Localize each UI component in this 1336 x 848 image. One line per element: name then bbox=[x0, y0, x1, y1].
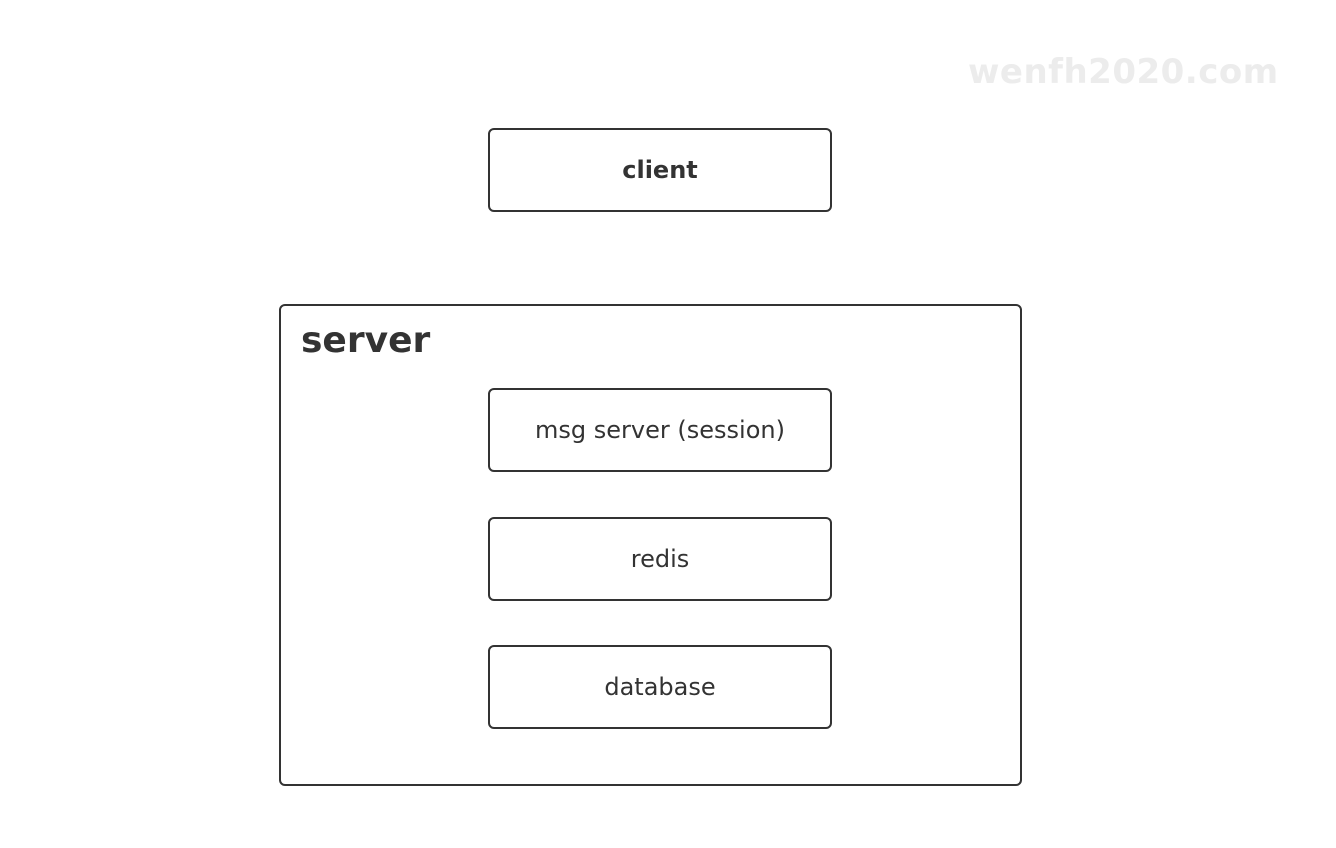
watermark: wenfh2020.com bbox=[968, 52, 1279, 92]
msg-server-label: msg server (session) bbox=[535, 416, 785, 444]
database-label: database bbox=[604, 673, 716, 701]
database-node: database bbox=[488, 645, 832, 729]
redis-node: redis bbox=[488, 517, 832, 601]
client-node: client bbox=[488, 128, 832, 212]
client-label: client bbox=[622, 156, 698, 184]
msg-server-node: msg server (session) bbox=[488, 388, 832, 472]
redis-label: redis bbox=[630, 545, 690, 573]
server-title: server bbox=[301, 320, 431, 361]
